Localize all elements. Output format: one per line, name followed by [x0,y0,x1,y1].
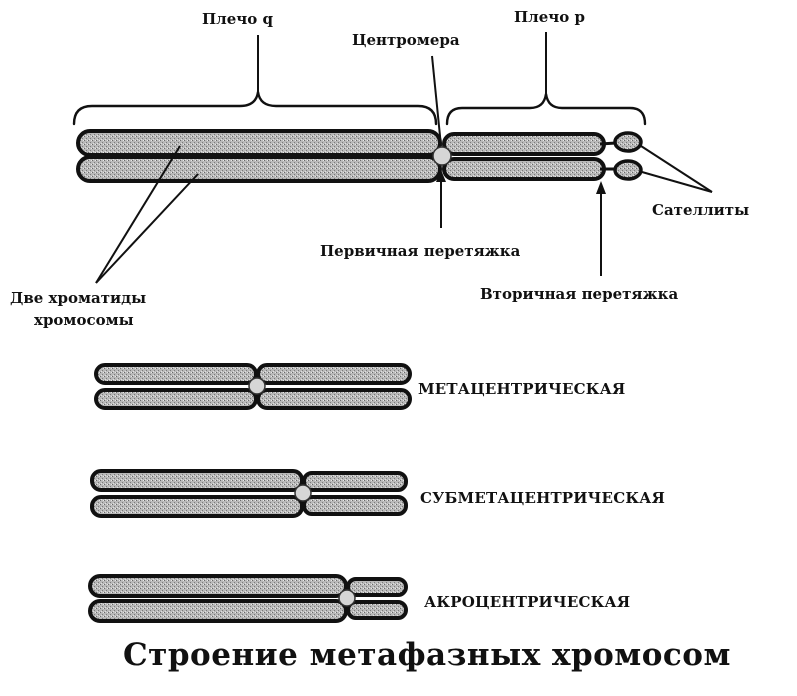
label-secondary-constriction: Вторичная перетяжка [480,285,678,303]
label-metacentric: МЕТАЦЕНТРИЧЕСКАЯ [418,380,626,398]
q-arm-chromatid-lower [76,155,442,183]
secondary-constriction-arrowhead [596,181,606,194]
metacentric-chromatid-upper-left [94,363,258,385]
satellite-pointer-upper [640,145,713,193]
submetacentric-centromere [294,484,312,502]
satellite-lower [613,159,643,181]
chromatid-pointer-lower [95,173,199,284]
metacentric-chromosome [94,363,412,410]
label-acrocentric: АКРОЦЕНТРИЧЕСКАЯ [424,593,630,611]
arm-q-brace [72,90,438,126]
acrocentric-chromatid-upper-left [88,574,348,598]
metacentric-chromatid-lower-left [94,388,258,410]
centromere-knot [432,146,452,166]
submetacentric-chromatid-lower-left [90,495,304,518]
metacentric-chromatid-upper-right [256,363,412,385]
label-satellites: Сателлиты [652,201,749,219]
label-arm-q: Плечо q [202,10,273,28]
acrocentric-chromatid-lower-right [346,600,408,620]
metacentric-chromatid-lower-right [256,388,412,410]
acrocentric-chromatid-lower-left [88,599,348,623]
metacentric-centromere [248,377,266,395]
primary-constriction-arrowhead [436,170,446,182]
acrocentric-chromatid-upper-right [346,577,408,597]
satellite-upper [613,131,643,153]
label-centromere: Центромера [352,31,460,49]
submetacentric-chromosome [90,469,408,518]
q-arm-chromatid-upper [76,129,442,157]
diagram-title: Строение метафазных хромосом [123,637,731,673]
label-submetacentric: СУБМЕТАЦЕНТРИЧЕСКАЯ [420,489,665,507]
p-arm-chromatid-lower [442,157,606,181]
submetacentric-chromatid-lower-right [302,495,408,516]
submetacentric-chromatid-upper-left [90,469,304,492]
label-primary-constriction: Первичная перетяжка [320,242,521,260]
chromatid-pointer-upper [95,145,181,284]
label-chromatids-line1: Две хроматиды [10,289,146,307]
p-arm-chromatid-upper [442,132,606,156]
submetacentric-chromatid-upper-right [302,471,408,492]
detailed-chromosome [76,129,643,183]
label-chromatids-line2: хромосомы [34,311,134,329]
arm-p-brace [445,92,647,126]
centromere-pointer-line [431,55,442,147]
acrocentric-chromosome [88,574,408,623]
label-arm-p: Плечо р [514,8,585,26]
satellite-pointer-lower [641,171,713,193]
acrocentric-centromere [338,589,356,607]
